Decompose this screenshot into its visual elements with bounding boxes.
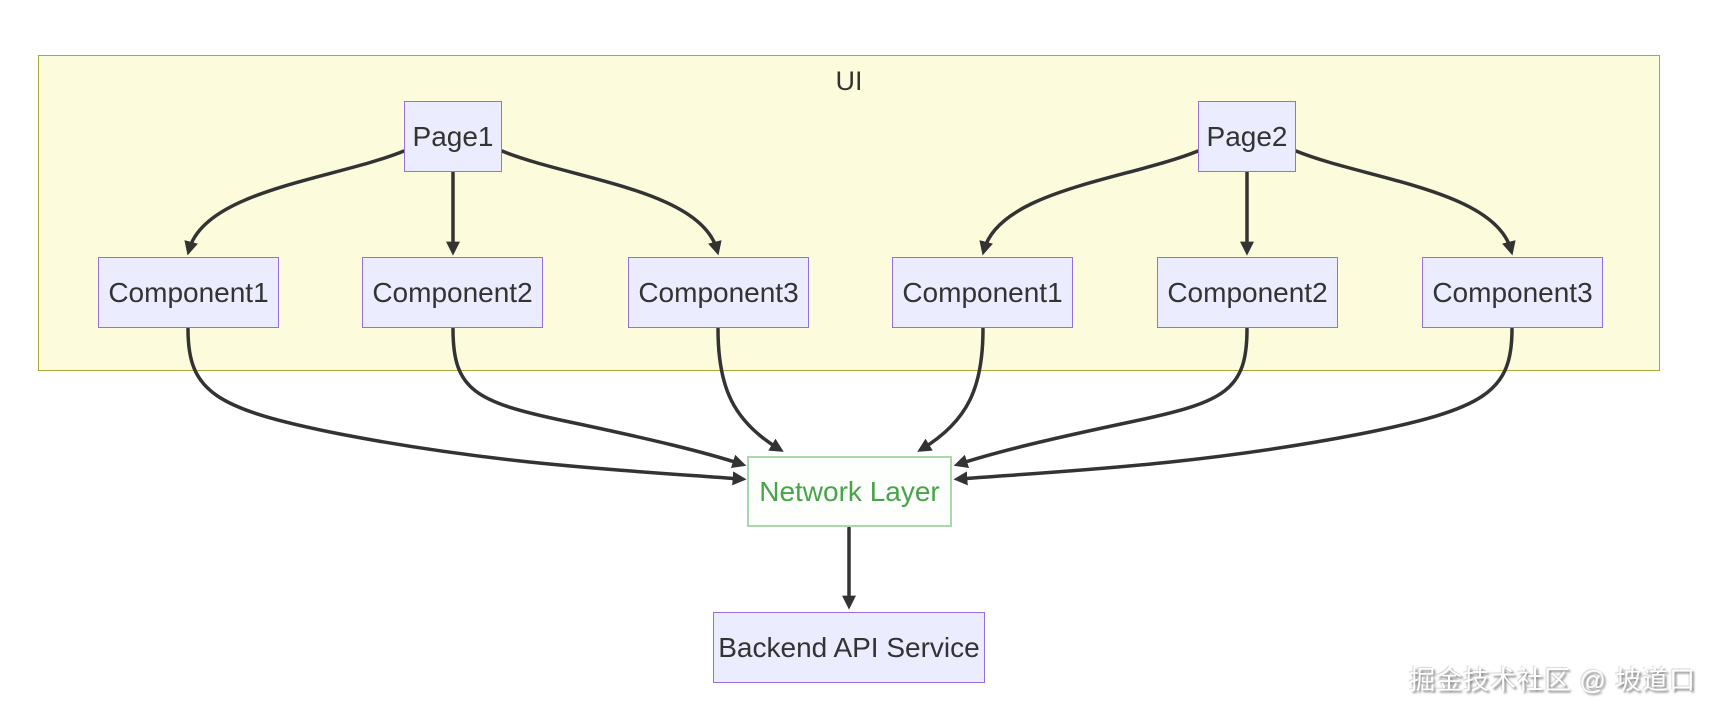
watermark-text: 掘金技术社区 @ 坡道口 xyxy=(1409,665,1696,695)
node-page2-component2: Component2 xyxy=(1157,257,1338,328)
node-page1-component1: Component1 xyxy=(98,257,279,328)
node-network-layer: Network Layer xyxy=(747,456,952,527)
ui-group-container: UI xyxy=(38,55,1660,371)
node-page2-component3: Component3 xyxy=(1422,257,1603,328)
node-page2-component1: Component1 xyxy=(892,257,1073,328)
node-backend-api-service: Backend API Service xyxy=(713,612,985,683)
node-page1-component2: Component2 xyxy=(362,257,543,328)
node-page1-component3: Component3 xyxy=(628,257,809,328)
node-page1: Page1 xyxy=(404,101,502,172)
node-page2: Page2 xyxy=(1198,101,1296,172)
ui-group-label: UI xyxy=(835,66,863,96)
